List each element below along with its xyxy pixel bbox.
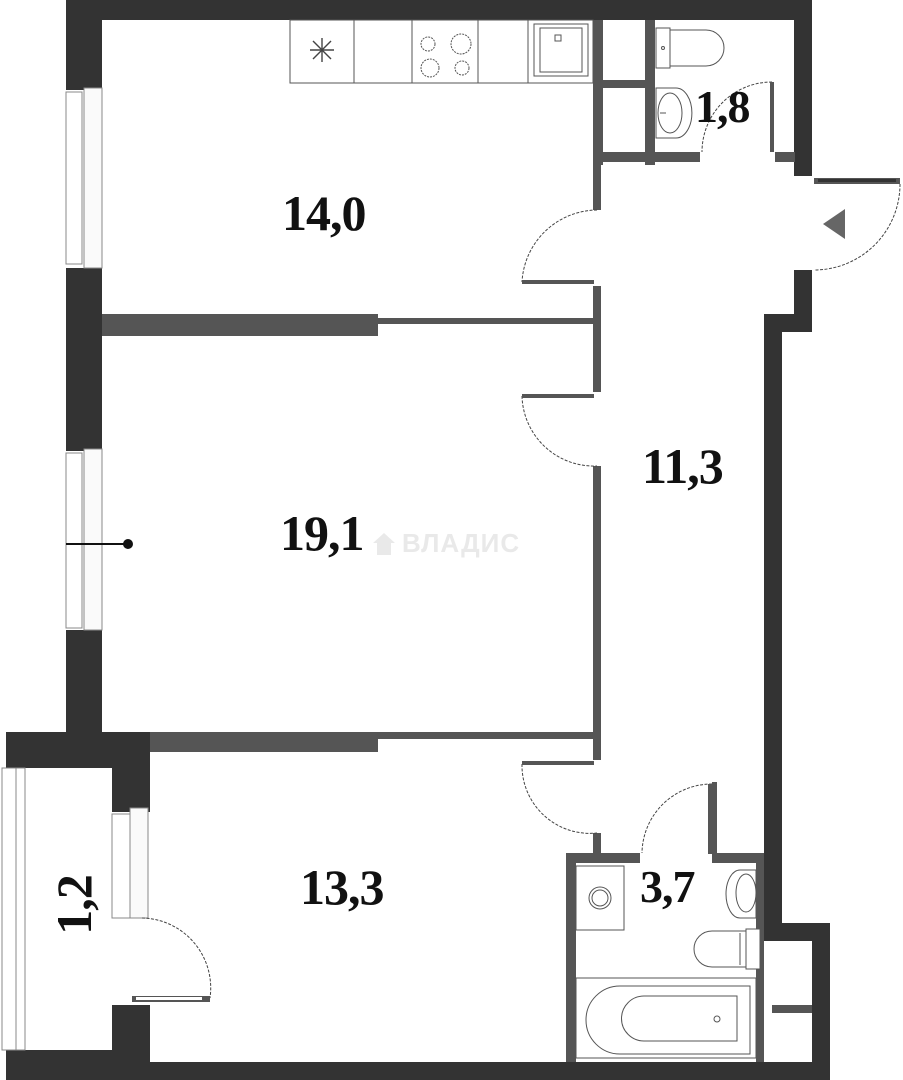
windows: [1, 87, 149, 1051]
outer-walls: [6, 0, 830, 1080]
room-area-kitchen: 14,0: [282, 185, 366, 241]
bathroom-washbasin-icon: [725, 869, 757, 919]
bathtub-icon: [575, 977, 757, 1059]
toilet-icon: [655, 27, 725, 69]
kitchen-window: [65, 91, 83, 265]
balcony-window: [1, 767, 17, 1051]
snowflake-icon: [310, 38, 334, 62]
stove-icon: [420, 33, 472, 78]
room-area-toilet: 1,8: [695, 81, 750, 132]
bathroom-toilet-icon: [693, 928, 761, 970]
house-logo-icon: [373, 532, 395, 555]
room-area-balcony: 1,2: [45, 875, 102, 935]
room-area-bathroom: 3,7: [640, 861, 695, 912]
watermark-text: ВЛАДИС: [402, 528, 521, 558]
heating-marker-icon: [66, 539, 133, 549]
room-area-bedroom: 13,3: [300, 859, 384, 915]
washbasin-icon: [655, 87, 693, 139]
room-area-living-room: 19,1: [280, 505, 364, 561]
doors: [141, 81, 901, 999]
entry-arrow-icon: [823, 209, 845, 239]
balcony-inner-window: [111, 813, 131, 919]
watermark: ВЛАДИС: [372, 528, 520, 559]
washing-machine-icon: [575, 865, 625, 931]
room-area-hallway: 11,3: [642, 438, 724, 494]
living-window: [65, 452, 83, 629]
kitchen-counter: [289, 19, 594, 84]
